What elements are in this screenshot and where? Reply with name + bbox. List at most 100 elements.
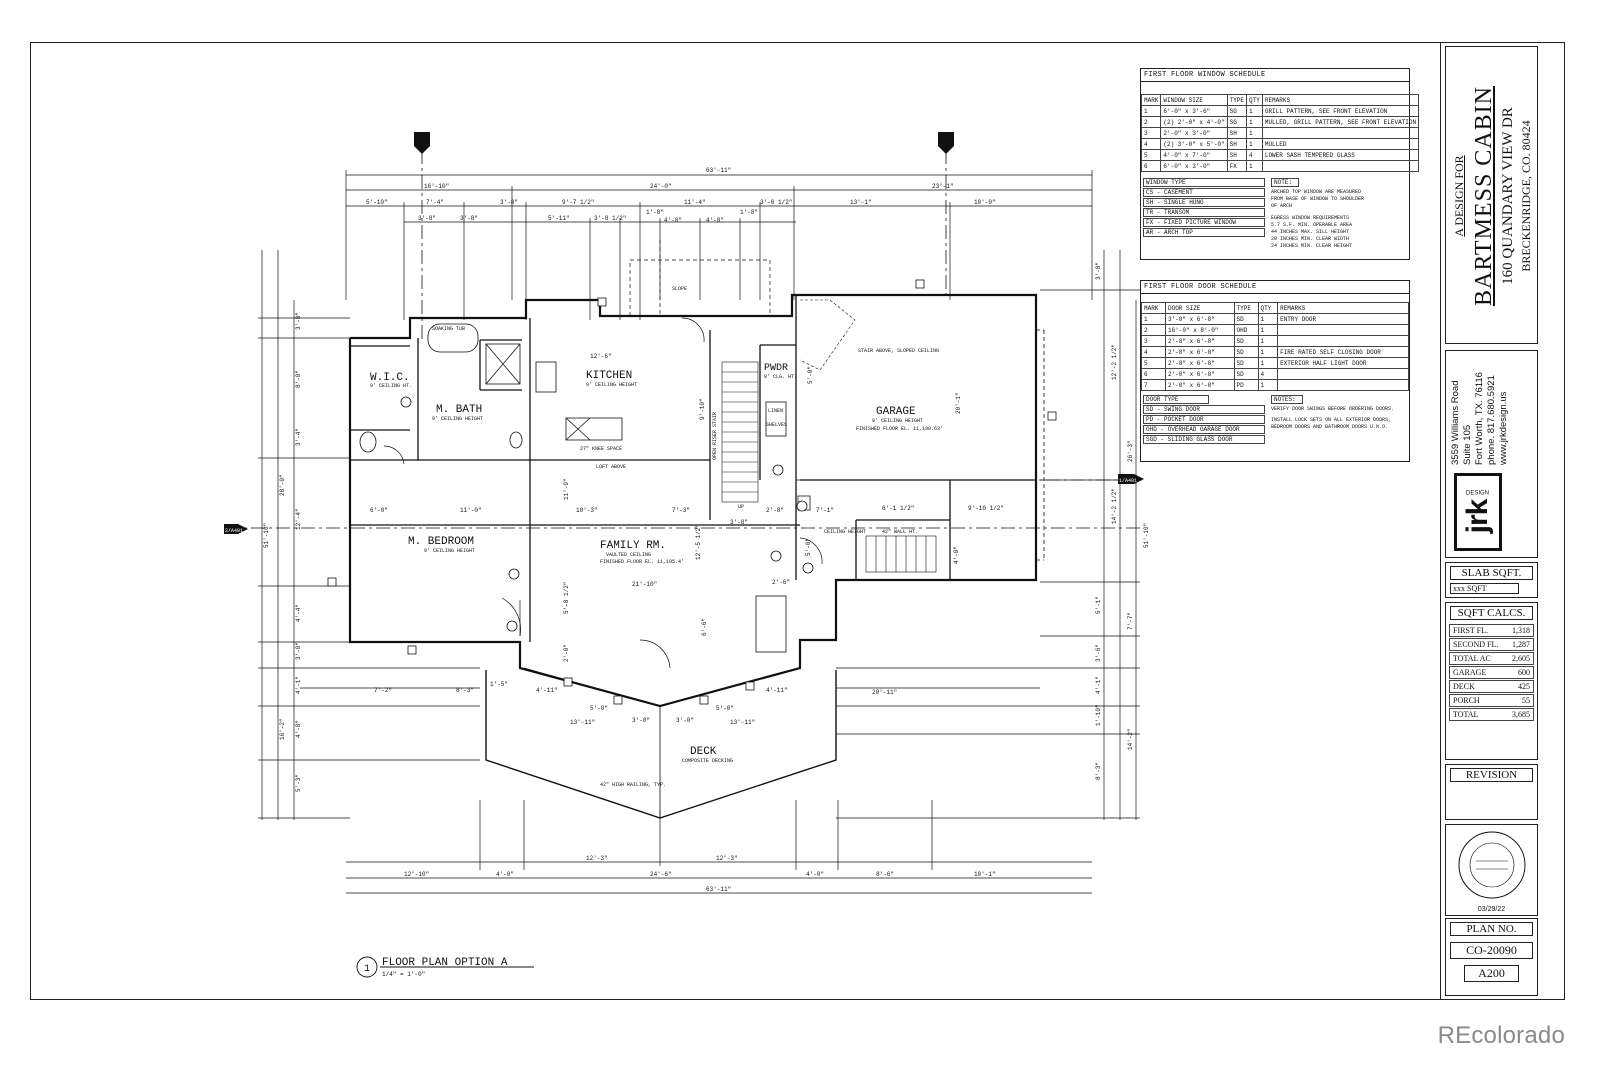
dim-right-total-1: 51'-10" bbox=[1143, 523, 1150, 548]
dim-top-r3-3: 9'-7 1/2" bbox=[562, 199, 594, 206]
firm-address-line: Suite 105 bbox=[1462, 424, 1473, 465]
cell: 6'-0" x 3'-6" bbox=[1160, 105, 1228, 117]
sqft-calcs-label: SQFT CALCS. bbox=[1450, 606, 1533, 620]
section-tag-2: 2/A401 bbox=[225, 528, 243, 534]
firm-address-line: Fort Worth, TX. 76116 bbox=[1474, 372, 1485, 465]
cell: 1 bbox=[1257, 357, 1279, 369]
dim-mid-22: 20'-11" bbox=[872, 689, 897, 696]
door-notes: NOTES: VERIFY DOOR SWINGS BEFORE ORDERIN… bbox=[1271, 395, 1407, 445]
col-type: TYPE bbox=[1233, 302, 1259, 314]
dim-mid-27: 2'-0" bbox=[563, 644, 570, 662]
note-line: ARCHED TOP WINDOW ARE MEASURED bbox=[1271, 189, 1362, 195]
dim-left-total-1: 28'-0" bbox=[279, 474, 286, 496]
dim-bot-r0-0: 12'-3" bbox=[586, 855, 608, 862]
door-schedule-title: FIRST FLOOR DOOR SCHEDULE bbox=[1141, 281, 1409, 294]
sqft-value: 1,318 bbox=[1512, 626, 1530, 635]
cell bbox=[1277, 379, 1409, 391]
dim-top-r2-1: 24'-0" bbox=[650, 183, 672, 190]
col-mark: MARK bbox=[1140, 94, 1162, 106]
firm-box: jrk DESIGN 3559 Williams Road Suite 105 … bbox=[1445, 350, 1538, 558]
note-line: 44 INCHES MAX. SILL HEIGHT bbox=[1271, 229, 1350, 235]
cell: SD bbox=[1233, 335, 1259, 347]
logo-sub: DESIGN bbox=[1466, 490, 1490, 497]
cell: 2 bbox=[1141, 324, 1166, 336]
dim-mid-24: 12'-5 1/2" bbox=[695, 524, 702, 560]
project-address-2: BRECKENRIDGE, CO. 80424 bbox=[1519, 120, 1533, 272]
stair-treads bbox=[721, 299, 937, 573]
dim-mid-3: 7'-3" bbox=[672, 507, 690, 514]
dim-mid-9: 3'-8" bbox=[730, 519, 748, 526]
note-railing: 42" HIGH RAILING, TYP. bbox=[600, 782, 666, 788]
dim-top-r3-2: 3'-8" bbox=[500, 199, 518, 206]
cell: MULLED bbox=[1261, 138, 1420, 150]
dim-mid-26: 5'-8 1/2" bbox=[563, 582, 570, 614]
cell: 4 bbox=[1141, 346, 1166, 358]
room-pwdr-sub: 9' CLG. HT. bbox=[764, 374, 797, 380]
logo-text: jrk bbox=[1461, 499, 1494, 534]
dim-left-2: 3'-4" bbox=[295, 428, 302, 446]
plan-title: FLOOR PLAN OPTION A bbox=[382, 957, 508, 969]
dim-top-r3-6: 13'-1" bbox=[850, 199, 872, 206]
cell: FX bbox=[1226, 160, 1248, 172]
dim-mid-32: 20'-1" bbox=[955, 392, 962, 414]
dimension-lines-bottom bbox=[346, 800, 1092, 894]
design-for-label: A DESIGN FOR bbox=[1452, 155, 1466, 237]
dimension-lines-top bbox=[345, 170, 1093, 320]
dim-mid-7: 21'-10" bbox=[632, 581, 657, 588]
dim-top-r3-7: 10'-0" bbox=[974, 199, 996, 206]
porch-canopy bbox=[629, 240, 771, 317]
cell: 4 bbox=[1246, 149, 1263, 161]
window-schedule-title: FIRST FLOOR WINDOW SCHEDULE bbox=[1141, 69, 1409, 82]
sqft-value: 3,685 bbox=[1512, 710, 1530, 719]
cell: 5 bbox=[1141, 357, 1166, 369]
col-remarks: REMARKS bbox=[1261, 94, 1420, 106]
dim-right-total-3: 14'-2" bbox=[1127, 728, 1134, 750]
firm-phone: phone. 817.680.5921 bbox=[1486, 375, 1497, 465]
sheet-number: A200 bbox=[1464, 965, 1519, 982]
dim-mid-2: 10'-3" bbox=[576, 507, 598, 514]
col-qty: QTY bbox=[1246, 94, 1263, 106]
cell: (2) 3'-0" x 5'-0" bbox=[1160, 138, 1228, 150]
door-schedule-header-row: MARK DOOR SIZE TYPE QTY REMARKS bbox=[1141, 302, 1409, 314]
dimension-text-interior: 6'-0" 11'-0" 10'-3" 7'-3" 2'-8" 6'-1 1/2… bbox=[370, 353, 1004, 726]
garage-door bbox=[1036, 329, 1045, 561]
dim-left-total-2: 16'-2" bbox=[279, 718, 286, 740]
dim-right-0: 3'-8" bbox=[1095, 262, 1102, 280]
dim-bot-r1-5: 10'-1" bbox=[974, 871, 996, 878]
section-cut-lines bbox=[226, 150, 1140, 529]
room-pwdr-label: PWDR bbox=[764, 363, 788, 374]
dim-mid-28: 6'-6" bbox=[701, 618, 708, 636]
note-line: 20 INCHES MIN. CLEAR WIDTH bbox=[1271, 236, 1350, 242]
dim-right-1: 12'-2 1/2" bbox=[1111, 344, 1118, 380]
cell bbox=[1261, 160, 1420, 172]
plan-title-block: 1 FLOOR PLAN OPTION A 1/4" = 1'-0" bbox=[356, 956, 534, 978]
plan-no-value: CO-20090 bbox=[1450, 942, 1533, 959]
room-kitchen-sub: 9' CEILING HEIGHT bbox=[586, 382, 637, 388]
dim-left-0: 3'-8" bbox=[295, 312, 302, 330]
dim-top-r3-0: 5'-10" bbox=[366, 199, 388, 206]
cell: 1 bbox=[1246, 138, 1263, 150]
dim-left-7: 4'-8" bbox=[295, 720, 302, 738]
door-swings bbox=[383, 317, 823, 669]
dim-bot-overall: 63'-11" bbox=[706, 886, 731, 893]
door-type-title: DOOR TYPE bbox=[1143, 395, 1209, 404]
room-garage-sub2: FINISHED FLOOR EL. 11,199.63' bbox=[856, 426, 943, 432]
cell: SD bbox=[1233, 368, 1259, 380]
cell: (2) 2'-0" x 4'-0" bbox=[1160, 116, 1228, 128]
dim-mid-11: 7'-2" bbox=[374, 687, 392, 694]
note-line: FROM BASE OF WINDOW TO SHOULDER bbox=[1271, 196, 1365, 202]
drawing-sheet-border bbox=[30, 42, 1565, 1000]
note-line: OF ARCH bbox=[1271, 203, 1293, 209]
dim-left-total-0: 51'-10" bbox=[263, 523, 270, 548]
room-mbedroom-label: M. BEDROOM bbox=[408, 536, 474, 548]
cell: 4 bbox=[1257, 368, 1279, 380]
